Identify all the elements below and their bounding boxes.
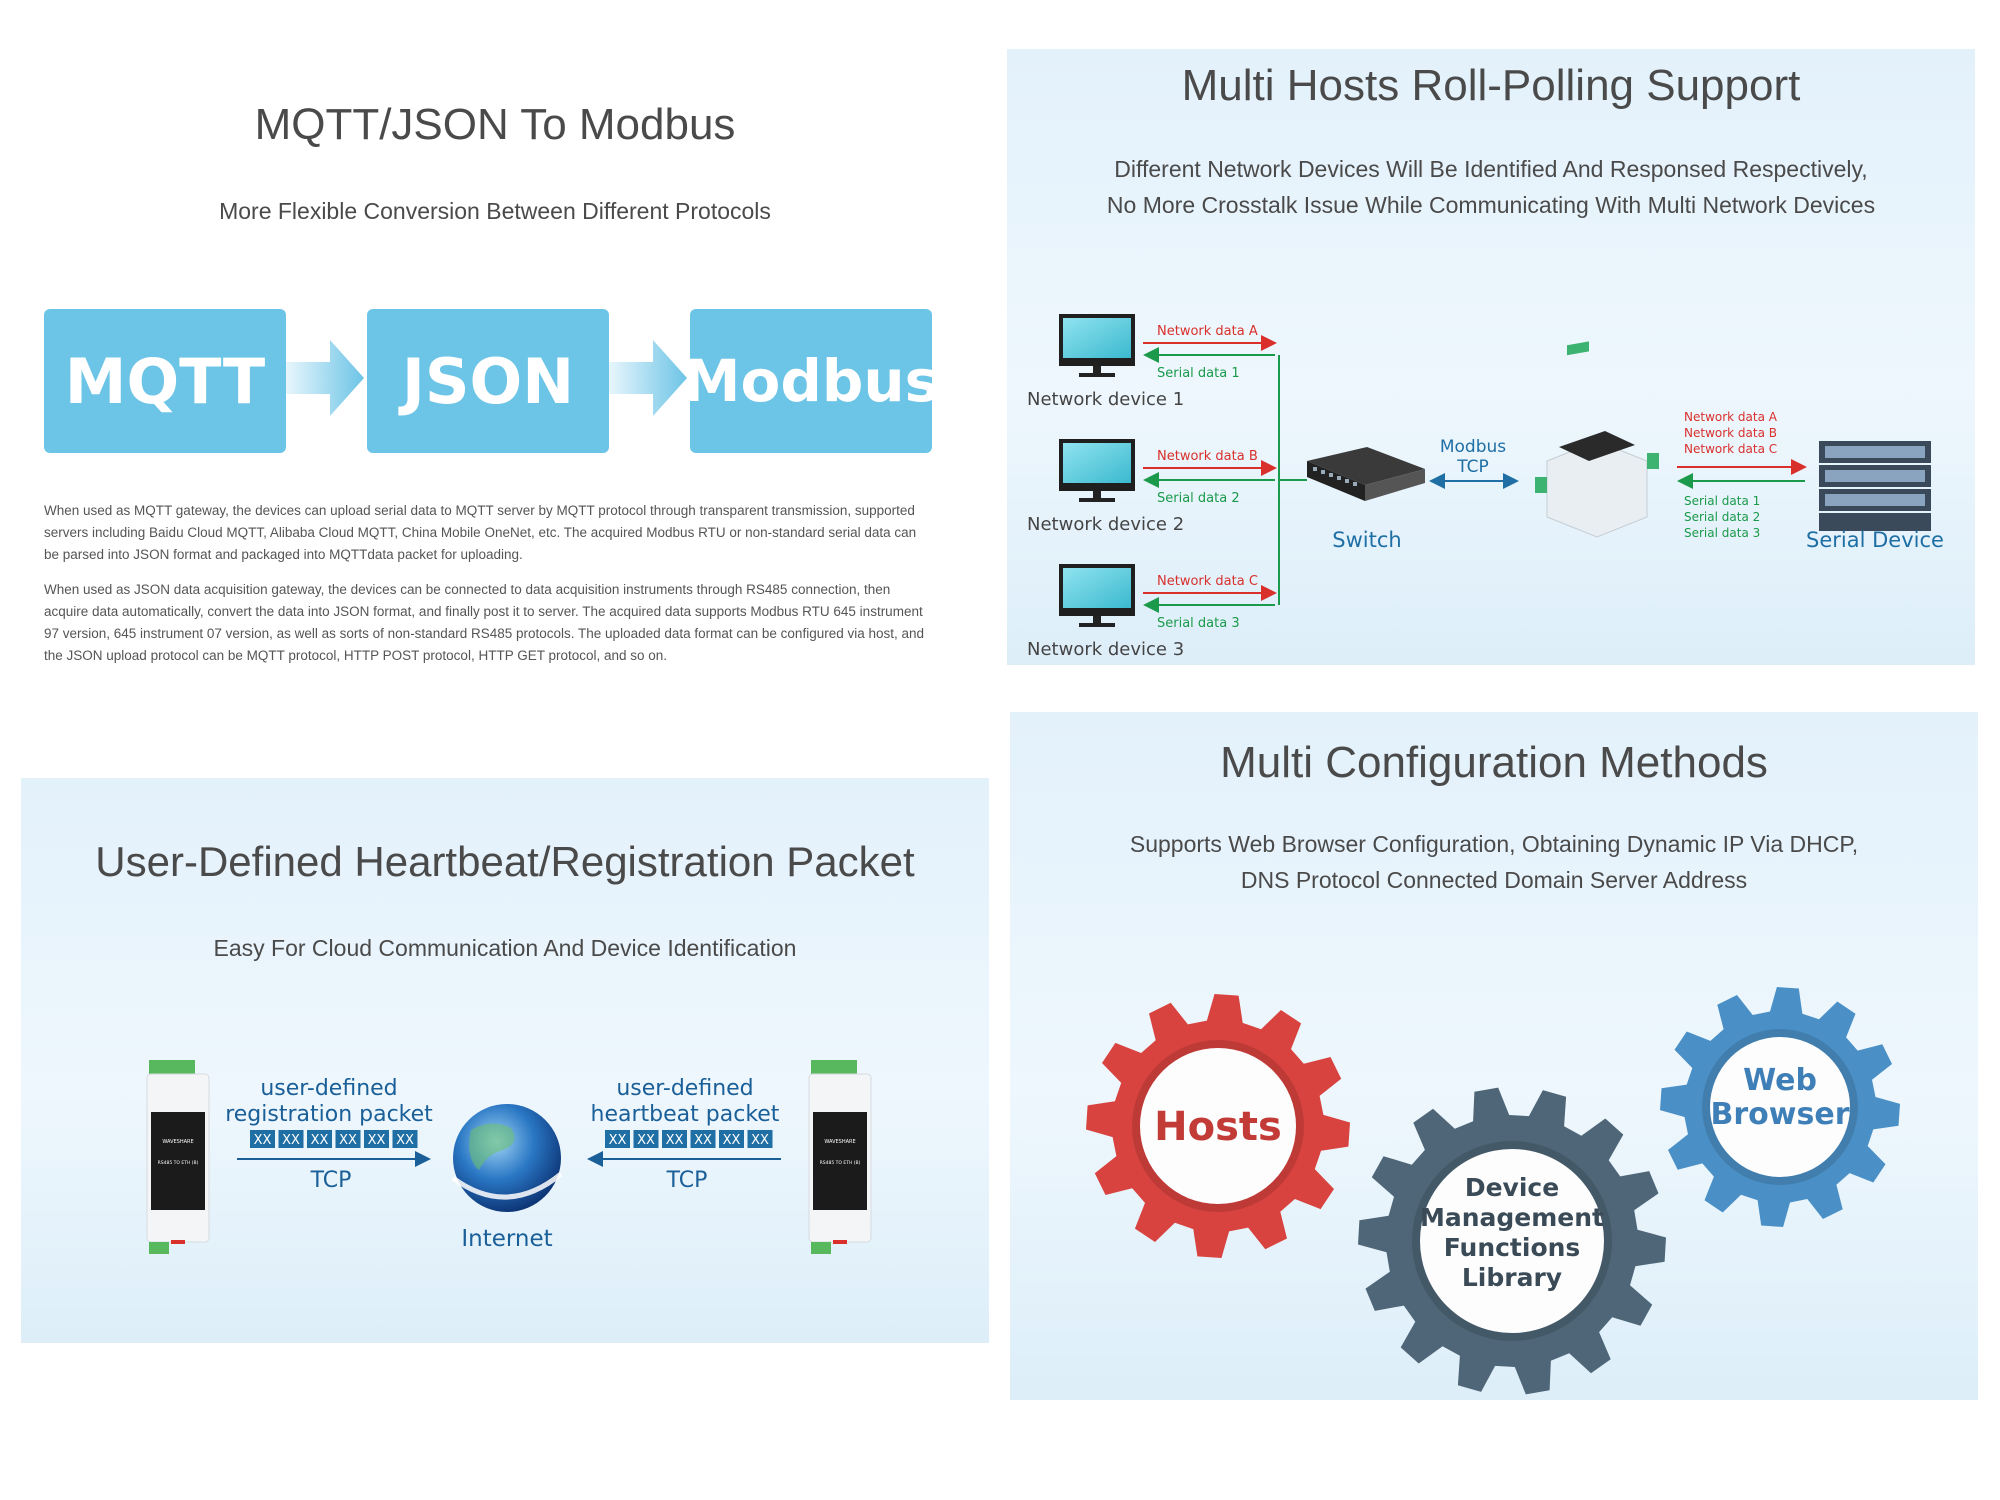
library-gear-icon xyxy=(1358,1087,1666,1395)
network-diagram: Network device 1 Network device 2 Networ… xyxy=(1027,314,1944,660)
packet-cell xyxy=(250,1130,275,1148)
device-brand-label: WAVESHARE xyxy=(162,1139,193,1145)
serial-data-label: Serial data 3 xyxy=(1684,526,1760,540)
packet-cell-label: XX xyxy=(282,1133,300,1148)
packet-cell xyxy=(364,1130,389,1148)
packet-cell xyxy=(690,1130,716,1148)
packet-cell-label: XX xyxy=(723,1133,741,1148)
panel-subtitle-line1: Different Network Devices Will Be Identi… xyxy=(1114,156,1868,182)
gateway-device-icon xyxy=(1535,341,1659,538)
switch-icon xyxy=(1307,447,1425,501)
arrow-right-icon xyxy=(609,340,687,416)
server-rack-icon xyxy=(1819,441,1931,531)
device-label: Network device 2 xyxy=(1027,514,1184,535)
panel-title: Multi Configuration Methods xyxy=(1220,738,1768,787)
packet-cell xyxy=(719,1130,744,1148)
packet-cells: XX XX XX XX XX XX xyxy=(605,1130,773,1148)
library-label-line: Functions xyxy=(1444,1233,1581,1262)
packet-cell xyxy=(307,1130,332,1148)
library-label-line: Library xyxy=(1462,1263,1562,1292)
monitor-icon xyxy=(1059,314,1135,377)
panel-title: Multi Hosts Roll-Polling Support xyxy=(1181,61,1801,110)
panel-title: User-Defined Heartbeat/Registration Pack… xyxy=(95,838,915,885)
packet-cell xyxy=(747,1130,773,1148)
gateway-device-icon xyxy=(808,1060,872,1254)
device-label: Network device 1 xyxy=(1027,389,1184,410)
packet-cell-label: XX xyxy=(254,1133,272,1148)
config-methods-panel: Multi Configuration Methods Supports Web… xyxy=(1010,712,1978,1400)
panel-subtitle-line2: DNS Protocol Connected Domain Server Add… xyxy=(1240,867,1748,893)
network-data-label: Network data C xyxy=(1684,442,1777,456)
serial-data-label: Serial data 1 xyxy=(1684,494,1760,508)
device-brand-label: WAVESHARE xyxy=(824,1139,855,1145)
heartbeat-label: heartbeat packet xyxy=(591,1102,780,1127)
panel-subtitle: Easy For Cloud Communication And Device … xyxy=(213,935,797,961)
json-box: JSON xyxy=(367,309,609,453)
packet-cell-label: XX xyxy=(666,1133,684,1148)
modbus-label: Modbus xyxy=(1440,437,1506,457)
packet-cell-label: XX xyxy=(694,1133,712,1148)
tcp-label: TCP xyxy=(1456,457,1489,477)
description-paragraph: When used as MQTT gateway, the devices c… xyxy=(44,503,917,562)
tcp-label: TCP xyxy=(666,1168,708,1193)
device-model-label: RS485 TO ETH (B) xyxy=(158,1160,199,1166)
gateway-device-icon xyxy=(146,1060,210,1254)
switch-label: Switch xyxy=(1332,528,1401,552)
packet-cell-label: XX xyxy=(368,1133,386,1148)
packet-cell xyxy=(392,1130,418,1148)
serial-data-label: Serial data 1 xyxy=(1157,366,1240,381)
serial-device-label: Serial Device xyxy=(1806,528,1944,552)
packet-cell-label: XX xyxy=(751,1133,769,1148)
web-browser-gear-icon xyxy=(1660,987,1900,1227)
serial-data-label: Serial data 2 xyxy=(1684,510,1760,524)
roll-polling-panel: Multi Hosts Roll-Polling Support Differe… xyxy=(1007,49,1975,665)
device-model-label: RS485 TO ETH (B) xyxy=(820,1160,861,1166)
heartbeat-panel: User-Defined Heartbeat/Registration Pack… xyxy=(21,778,989,1343)
web-label-line: Browser xyxy=(1711,1097,1850,1132)
panel-subtitle-line2: No More Crosstalk Issue While Communicat… xyxy=(1106,192,1876,218)
mqtt-box: MQTT xyxy=(44,309,286,453)
arrow-right-icon xyxy=(286,340,364,416)
heartbeat-label: user-defined xyxy=(616,1076,753,1101)
packet-cell xyxy=(278,1130,304,1148)
hosts-gear-icon xyxy=(1086,994,1350,1258)
panel-subtitle-line1: Supports Web Browser Configuration, Obta… xyxy=(1129,831,1859,857)
registration-label: user-defined xyxy=(260,1076,397,1101)
panel-subtitle: More Flexible Conversion Between Differe… xyxy=(219,198,771,224)
modbus-box: Modbus xyxy=(683,309,939,453)
heartbeat-diagram: WAVESHARE RS485 TO ETH (B) WAVESHARE RS4… xyxy=(146,1060,872,1254)
packet-cells: XX XX XX XX XX XX xyxy=(250,1130,418,1148)
library-label-line: Management xyxy=(1420,1203,1604,1232)
library-label-line: Device xyxy=(1465,1173,1559,1202)
network-data-label: Network data B xyxy=(1684,426,1777,440)
web-label-line: Web xyxy=(1743,1063,1817,1098)
internet-label: Internet xyxy=(461,1226,552,1252)
packet-cell-label: XX xyxy=(637,1133,655,1148)
packet-cell xyxy=(633,1130,659,1148)
network-data-label: Network data A xyxy=(1157,324,1258,339)
packet-cell xyxy=(605,1130,630,1148)
packet-cell xyxy=(662,1130,687,1148)
description-paragraph: When used as JSON data acquisition gatew… xyxy=(44,582,925,663)
serial-data-label: Serial data 3 xyxy=(1157,616,1240,631)
packet-cell-label: XX xyxy=(339,1133,357,1148)
panel-title: MQTT/JSON To Modbus xyxy=(254,100,736,149)
network-data-label: Network data C xyxy=(1157,574,1258,589)
device-label: Network device 3 xyxy=(1027,639,1184,660)
packet-cell-label: XX xyxy=(396,1133,414,1148)
network-data-label: Network data B xyxy=(1157,449,1258,464)
serial-data-label: Serial data 2 xyxy=(1157,491,1240,506)
network-data-label: Network data A xyxy=(1684,410,1778,424)
hosts-label: Hosts xyxy=(1154,1104,1282,1150)
tcp-label: TCP xyxy=(310,1168,352,1193)
packet-cell-label: XX xyxy=(311,1133,329,1148)
gears-diagram: Hosts Device Management Functions Librar… xyxy=(1086,987,1900,1395)
mqtt-json-panel: MQTT/JSON To Modbus More Flexible Conver… xyxy=(0,0,990,700)
packet-cell xyxy=(335,1130,361,1148)
registration-label: registration packet xyxy=(225,1102,433,1127)
monitor-icon xyxy=(1059,564,1135,627)
globe-icon xyxy=(451,1104,563,1212)
monitor-icon xyxy=(1059,439,1135,502)
packet-cell-label: XX xyxy=(609,1133,627,1148)
